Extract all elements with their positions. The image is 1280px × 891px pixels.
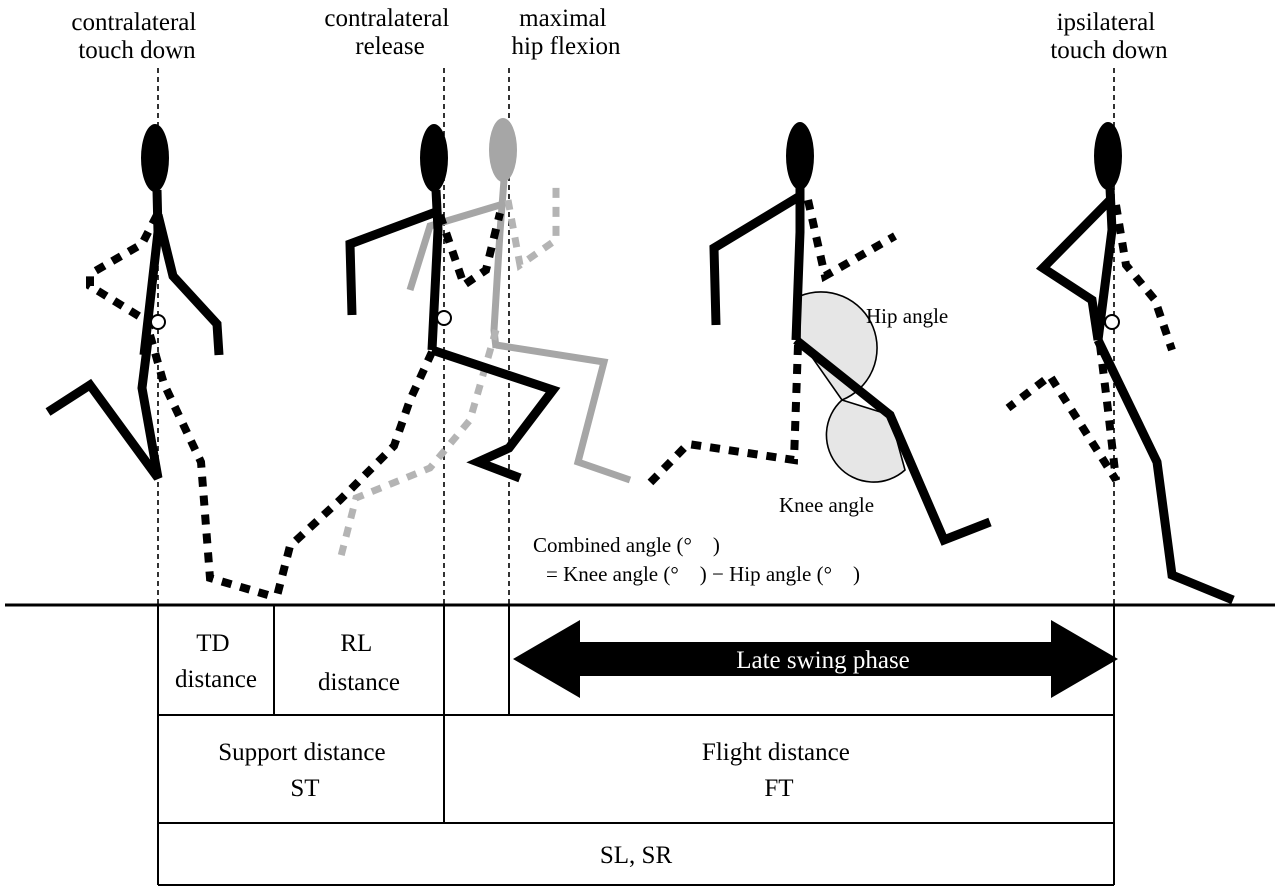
hip-joint-marker xyxy=(1104,314,1120,330)
runner-trunk xyxy=(427,189,443,351)
label-contralateral-release: contralateral release xyxy=(324,5,455,60)
ghost-runner-arm xyxy=(406,201,502,292)
runner-figure-ipsilateral-touch-down xyxy=(1005,122,1235,605)
ghost-runner-head xyxy=(489,118,517,182)
label-maximal-hip-flexion: maximal hip flexion xyxy=(511,5,621,60)
runner-far-leg xyxy=(642,344,802,491)
event-guide-lines xyxy=(157,68,1115,605)
combined-angle-line2: = Knee angle (° ) − Hip angle (° ) xyxy=(546,562,860,586)
runner-head xyxy=(420,124,448,192)
late-swing-arrow xyxy=(513,620,1118,698)
runner-far-arm xyxy=(1112,204,1176,352)
runner-far-leg xyxy=(146,333,270,599)
runner-figure-late-swing: Hip angle Knee angle xyxy=(642,122,992,546)
runner-figure-release xyxy=(272,124,561,602)
runner-near-arm xyxy=(345,207,438,316)
combined-angle-formula: Combined angle (° ) = Knee angle (° ) − … xyxy=(533,533,860,586)
runner-far-leg xyxy=(1005,344,1120,483)
runner-near-arm xyxy=(1035,196,1114,341)
event-labels: contralateral touch down contralateral r… xyxy=(71,5,1168,64)
label-ipsilateral-touch-down: ipsilateral touch down xyxy=(1050,9,1168,64)
runner-figure-touch-down xyxy=(45,124,270,599)
runner-trunk xyxy=(791,188,805,341)
runner-head xyxy=(1094,122,1122,190)
late-swing-phase-label: Late swing phase xyxy=(736,647,910,674)
ghost-runner-far-leg xyxy=(336,329,500,561)
runner-near-arm xyxy=(153,213,224,356)
td-distance-cell: TD distance xyxy=(175,630,257,693)
label-contralateral-touch-down: contralateral touch down xyxy=(71,9,202,64)
knee-angle-arc xyxy=(825,399,906,483)
rl-distance-cell: RL distance xyxy=(318,630,400,696)
runner-near-leg xyxy=(793,336,992,546)
runner-figure-hip-flexion-ghost xyxy=(336,118,632,561)
runner-far-arm xyxy=(804,199,897,283)
runner-near-leg xyxy=(45,339,163,481)
hip-joint-marker xyxy=(436,310,452,326)
ghost-runner-leg xyxy=(495,341,632,484)
phase-table: TD distance RL distance Late swing phase… xyxy=(157,605,1118,886)
runner-far-arm xyxy=(86,213,161,330)
combined-angle-line1: Combined angle (° ) xyxy=(533,533,720,557)
support-distance-cell: Support distance ST xyxy=(218,739,392,802)
runner-head xyxy=(141,124,169,192)
hip-joint-marker xyxy=(150,314,166,330)
runner-far-leg xyxy=(272,350,436,602)
runner-near-leg xyxy=(1093,338,1235,605)
knee-angle-label: Knee angle xyxy=(779,493,874,517)
ghost-runner-far-arm xyxy=(504,180,560,271)
runner-near-leg xyxy=(430,345,561,483)
runner-near-arm xyxy=(709,192,803,326)
stride-cell: SL, SR xyxy=(600,842,673,869)
hip-angle-label: Hip angle xyxy=(866,304,948,328)
flight-distance-cell: Flight distance FT xyxy=(702,739,856,802)
runner-head xyxy=(786,122,814,190)
